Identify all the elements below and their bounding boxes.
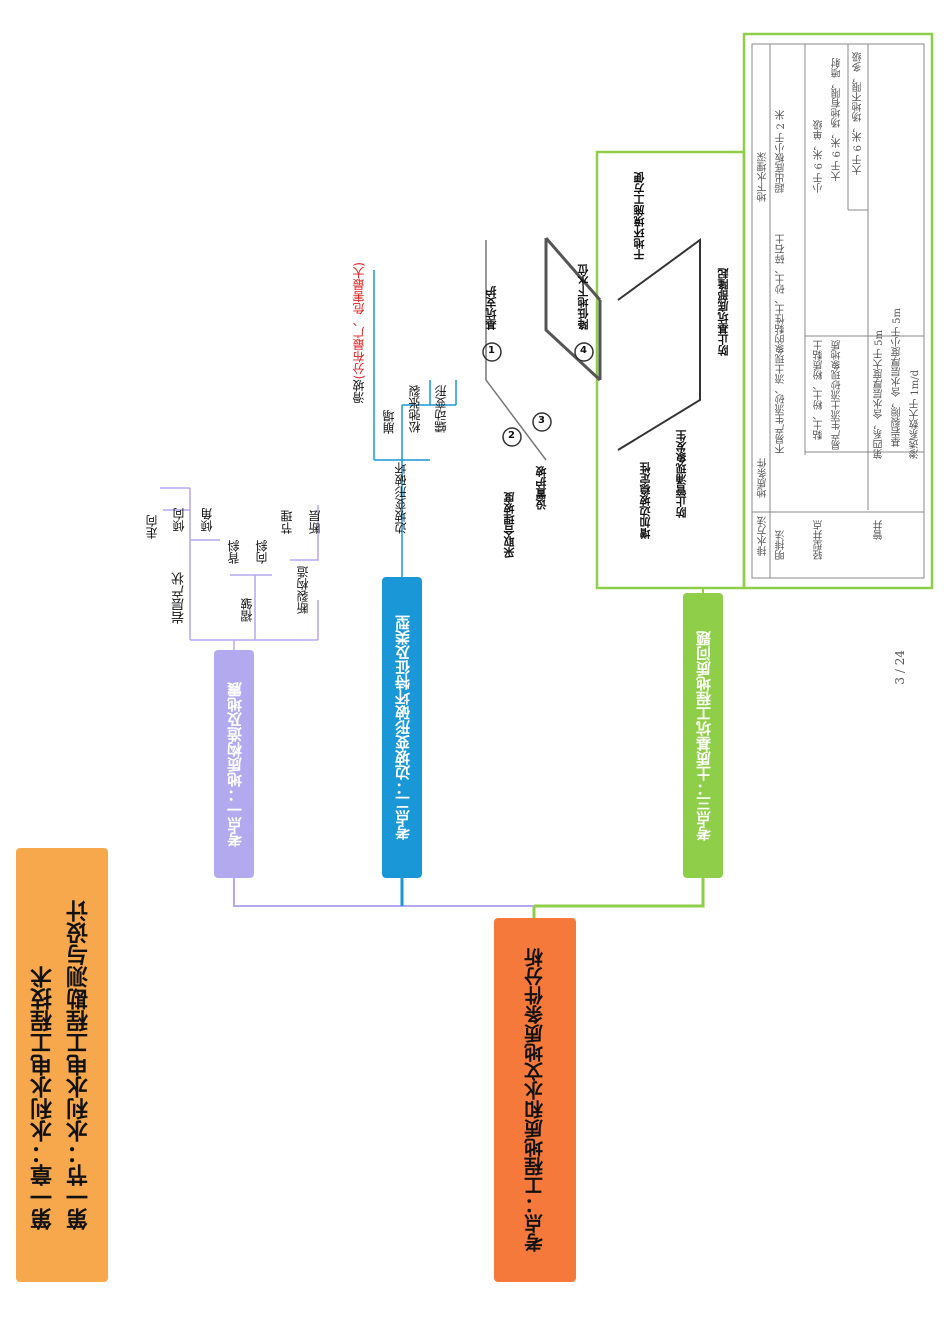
fig-label-support: 基坑支护 [485, 286, 498, 330]
table-cell-method: 轻型井点 [814, 520, 825, 560]
topic-joint[interactable]: 节理 [280, 510, 294, 534]
topic-landslide[interactable]: 滑坡(分布最广、危害最大) [350, 262, 367, 403]
topic-anticline[interactable]: 背斜 [227, 540, 241, 564]
table-cell-geology: 第四系，含水层厚度大于 5m [874, 330, 885, 460]
topic-attitude[interactable]: 岩层产状 [172, 572, 187, 624]
fig-marker-2: 2 [508, 430, 515, 441]
fig-label-lower-water: 降低地下水位 [577, 264, 590, 330]
topic-loose-crack[interactable]: 松弛张裂 [408, 385, 422, 433]
branch-label: 考点一：地质构造及地震 [225, 681, 244, 847]
table-header-geology: 地质条件 [758, 458, 769, 498]
branch-foundation-pit[interactable]: 考点三：土质基坑工程地质问题 [683, 593, 723, 878]
topic-fracture[interactable]: 断裂构造 [296, 566, 310, 614]
chapter-title-block: 第一章：水利水电工程技术 第一节：水利水电工程勘测与设计 [16, 848, 108, 1282]
topic-collapse[interactable]: 崩塌 [382, 410, 396, 434]
page-number: 3 / 24 [893, 650, 907, 685]
table-cell-depth: 超出底板小于 2 米 [776, 110, 787, 193]
table-header-method: 排水方法 [758, 516, 769, 556]
topic-fold[interactable]: 褶皱 [240, 598, 254, 622]
topic-strike[interactable]: 走向 [145, 515, 159, 539]
branch-slope-deformation[interactable]: 考点二：边坡变形破坏特征及类型 [382, 577, 422, 878]
root-topic-label: 考点：工程地质和水文地质条件分析 [524, 948, 546, 1252]
fig2-label-uplift: 防止基坑底部隆起 [717, 268, 730, 356]
topic-syncline[interactable]: 向斜 [255, 540, 269, 564]
fig2-label-piping: 防止管涌现象发生 [675, 430, 688, 518]
topic-dip-angle[interactable]: 倾角 [200, 508, 214, 532]
table-cell-geology: 黏土、粉土、粉质黏土 [814, 340, 825, 440]
fig-label-protect: 设置护坡 [535, 466, 548, 510]
table-header-depth: 地下水埋深 [758, 152, 769, 202]
table-cell-method: 管井 [874, 520, 885, 540]
topic-fault[interactable]: 断层 [308, 510, 322, 534]
topic-creep[interactable]: 蠕动变形 [434, 385, 448, 433]
fig-label-slope: 采取合理坡度 [503, 492, 516, 558]
table-cell-geology: 渗透系数大于 1m/d [910, 370, 921, 459]
topic-slope-deformation[interactable]: 边坡变形破坏 [394, 462, 408, 534]
table-cell-method: 明排法 [776, 530, 787, 560]
branch-label: 考点二：边坡变形破坏特征及类型 [393, 615, 412, 840]
table-cell-depth: 大于 6 米，场地不限，多级 [853, 52, 864, 175]
chapter-title: 第一章：水利水电工程技术 [31, 966, 56, 1230]
fig-marker-4: 4 [580, 345, 587, 356]
branch-label: 考点三：土质基坑工程地质问题 [694, 630, 713, 841]
table-cell-depth: 小于 6 米，单级 [814, 120, 825, 193]
topic-dip-direction[interactable]: 倾向 [172, 508, 186, 532]
branch-geologic-structure[interactable]: 考点一：地质构造及地震 [214, 650, 254, 878]
table-cell-geology: 易产生流土流砂现象地质 [832, 340, 843, 450]
fig-marker-1: 1 [488, 345, 495, 356]
fig2-label-dry: 干地环境施工方便 [633, 172, 646, 260]
landslide-note: (分布最广、危害最大) [352, 262, 366, 380]
table-cell-depth: 大于 6 米，场地有限，喷射 [832, 58, 843, 181]
fig-marker-3: 3 [538, 415, 545, 426]
fig2-label-stability: 增加边坡稳定性 [639, 462, 652, 539]
root-topic[interactable]: 考点：工程地质和水文地质条件分析 [494, 918, 576, 1282]
table-cell-geology: 不易产生流砂、流土现象的黏性土、砂土、碎石土 [776, 234, 787, 454]
table-cell-geology: 基岩裂隙，含水层厚度小于 5m [892, 308, 903, 448]
landslide-label: 滑坡 [352, 379, 366, 404]
section-title: 第一节：水利水电工程勘测与设计 [67, 900, 92, 1230]
